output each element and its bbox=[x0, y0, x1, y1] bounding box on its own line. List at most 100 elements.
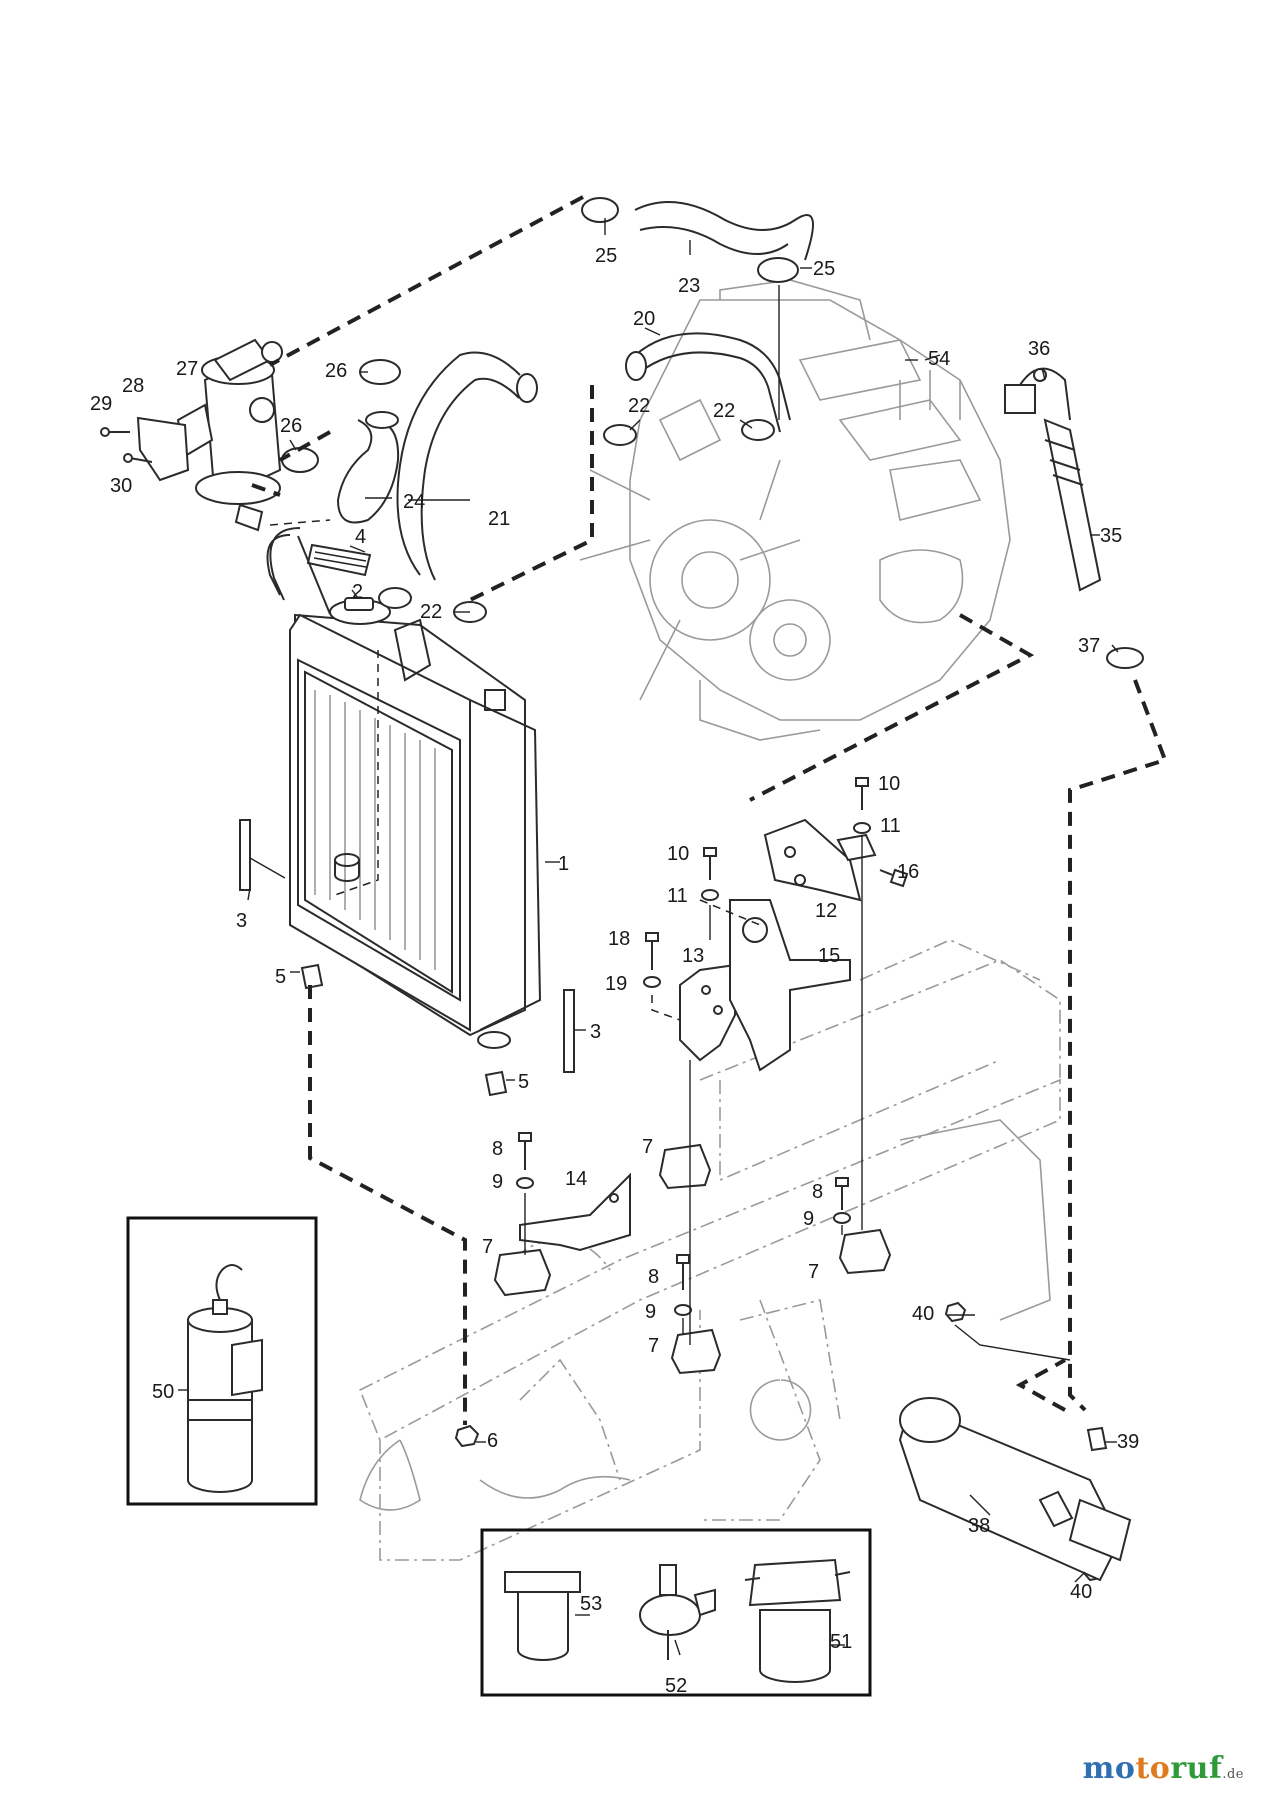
callout-54: 54 bbox=[928, 348, 950, 370]
callout-10-left: 10 bbox=[667, 843, 689, 865]
washer-11-right bbox=[853, 822, 871, 834]
callout-25-left: 25 bbox=[595, 245, 617, 267]
chassis-frame bbox=[358, 939, 1061, 1561]
callout-11-left: 11 bbox=[667, 885, 688, 907]
callout-13: 13 bbox=[682, 945, 704, 967]
callout-5-right: 5 bbox=[518, 1071, 529, 1093]
washer-9-c bbox=[833, 1212, 851, 1224]
muffler bbox=[898, 1397, 1132, 1582]
leader-lines bbox=[178, 218, 1119, 1656]
clamp-22-top bbox=[603, 424, 637, 446]
radiator bbox=[289, 599, 542, 1049]
callout-39: 39 bbox=[1117, 1431, 1139, 1453]
callout-9-b: 9 bbox=[645, 1301, 656, 1323]
callout-8-b: 8 bbox=[648, 1266, 659, 1288]
mount-39 bbox=[1086, 1426, 1108, 1452]
callout-6: 6 bbox=[487, 1430, 498, 1452]
watermark-brand: motoruf bbox=[1082, 1751, 1223, 1786]
callout-51: 51 bbox=[830, 1631, 852, 1653]
callout-8-c: 8 bbox=[812, 1181, 823, 1203]
callout-23: 23 bbox=[678, 275, 700, 297]
bolt-18 bbox=[645, 932, 659, 970]
mount-7-a bbox=[493, 1248, 552, 1297]
callout-50: 50 bbox=[152, 1381, 174, 1403]
air-filter bbox=[176, 338, 283, 532]
callout-30: 30 bbox=[110, 475, 132, 497]
callout-28: 28 bbox=[122, 375, 144, 397]
clamp-26-left bbox=[281, 447, 319, 473]
callout-53: 53 bbox=[580, 1593, 602, 1615]
fuel-filter-52 bbox=[639, 1564, 716, 1660]
fuel-filter-51 bbox=[744, 1558, 851, 1683]
washer-9-b bbox=[674, 1304, 692, 1316]
callout-2: 2 bbox=[352, 581, 363, 603]
bolt-30 bbox=[123, 453, 153, 463]
callout-52: 52 bbox=[665, 1675, 687, 1697]
mount-7-c bbox=[670, 1328, 722, 1375]
callout-22-mid: 22 bbox=[713, 400, 735, 422]
bolt-10-right bbox=[855, 777, 869, 810]
bolt-10-left bbox=[703, 847, 717, 880]
dryer-50 bbox=[187, 1264, 263, 1493]
callout-7-a: 7 bbox=[482, 1236, 493, 1258]
callout-24: 24 bbox=[403, 491, 425, 513]
seal-strip-3-right bbox=[563, 989, 575, 1073]
clamp-25-right bbox=[757, 257, 799, 283]
callout-7-c: 7 bbox=[648, 1335, 659, 1357]
washer-11-left bbox=[701, 889, 719, 901]
clamp-22-mid bbox=[741, 419, 775, 441]
bolt-8-c bbox=[835, 1177, 849, 1210]
callout-10-right: 10 bbox=[878, 773, 900, 795]
mount-7-b bbox=[658, 1143, 712, 1190]
overflow-hose bbox=[266, 527, 331, 615]
mount-5-left bbox=[300, 963, 324, 990]
callout-8-a: 8 bbox=[492, 1138, 503, 1160]
callout-27: 27 bbox=[176, 358, 198, 380]
bracket-12 bbox=[763, 818, 877, 902]
callout-9-c: 9 bbox=[803, 1208, 814, 1230]
callout-9-a: 9 bbox=[492, 1171, 503, 1193]
callout-40-top: 40 bbox=[912, 1303, 934, 1325]
callout-16: 16 bbox=[897, 861, 919, 883]
callout-25-right: 25 bbox=[813, 258, 835, 280]
bolt-8-a bbox=[518, 1132, 532, 1170]
bolt-16 bbox=[879, 868, 909, 888]
seal-strip-3-left bbox=[239, 819, 286, 891]
bracket-28 bbox=[136, 416, 190, 482]
callout-15: 15 bbox=[818, 945, 840, 967]
clamp-25-left bbox=[581, 197, 619, 223]
callout-3-right: 3 bbox=[590, 1021, 601, 1043]
callout-40-bottom: 40 bbox=[1070, 1581, 1092, 1603]
mount-5-right bbox=[484, 1070, 508, 1097]
clamp-37 bbox=[1106, 647, 1144, 669]
inset-box-50 bbox=[126, 1216, 318, 1506]
bolt-8-b bbox=[676, 1254, 690, 1290]
callout-19: 19 bbox=[605, 973, 627, 995]
callout-11-right: 11 bbox=[880, 815, 901, 837]
callout-7-d: 7 bbox=[808, 1261, 819, 1283]
bracket-14 bbox=[519, 1172, 631, 1252]
callout-35: 35 bbox=[1100, 525, 1122, 547]
pipe-35 bbox=[1004, 367, 1102, 592]
watermark-tld: .de bbox=[1222, 1767, 1244, 1782]
hose-23 bbox=[634, 201, 814, 261]
callout-21: 21 bbox=[488, 508, 510, 530]
callout-26-top: 26 bbox=[325, 360, 347, 382]
callout-22-low: 22 bbox=[420, 601, 442, 623]
callout-7-b: 7 bbox=[642, 1136, 653, 1158]
callout-38: 38 bbox=[968, 1515, 990, 1537]
bracket-13 bbox=[679, 963, 736, 1062]
callout-5-left: 5 bbox=[275, 966, 286, 988]
callout-14: 14 bbox=[565, 1168, 587, 1190]
callout-20: 20 bbox=[633, 308, 655, 330]
bracket-15 bbox=[729, 899, 851, 1072]
callout-1: 1 bbox=[558, 853, 569, 875]
callout-37: 37 bbox=[1078, 635, 1100, 657]
washer-19 bbox=[643, 976, 661, 988]
bolt-29 bbox=[100, 427, 130, 437]
watermark-logo: motoruf.de bbox=[1083, 1751, 1244, 1786]
hose-21 bbox=[396, 351, 538, 581]
mount-7-d bbox=[838, 1228, 892, 1275]
callout-22-top: 22 bbox=[628, 395, 650, 417]
